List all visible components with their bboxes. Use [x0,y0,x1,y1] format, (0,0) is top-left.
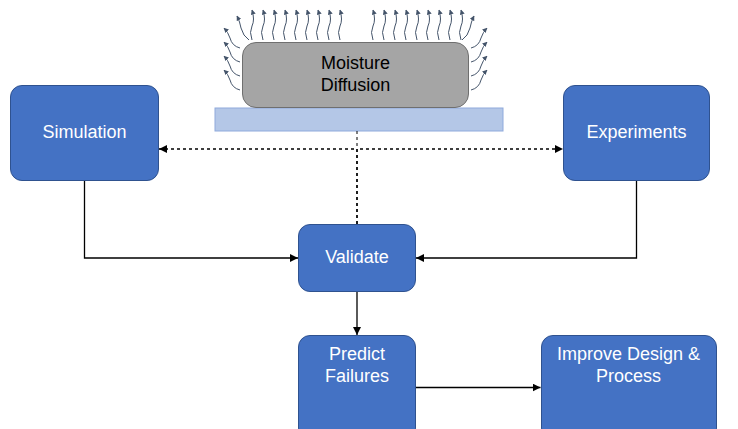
vapor-arrow [262,10,265,40]
node-label: Validate [325,247,389,269]
vapor-arrow [273,10,276,40]
process-box: Simulation [10,85,159,181]
vapor-arrow [471,70,487,90]
moisture-block: Moisture Diffusion [242,42,469,108]
vapor-arrow [284,10,287,40]
vapor-arrow [317,10,320,40]
vapor-arrow [339,10,342,40]
vapor-arrow [449,10,452,40]
vapor-arrow [237,16,249,40]
vapor-arrow [394,10,397,40]
flow-arrow [416,387,541,388]
dashed-connector [357,149,563,224]
vapor-arrow [416,10,419,40]
dashed-stub [357,131,358,149]
vapor-arrow [306,10,309,40]
vapor-arrow [383,10,386,40]
vapor-arrow [460,10,463,40]
flow-arrow [356,292,357,335]
node-label: Improve Design & Process [549,344,709,387]
dashed-connector [159,149,357,224]
flow-arrow [416,181,637,258]
flow-arrow [85,181,299,258]
vapor-arrow [328,10,331,40]
process-box: Improve Design & Process [541,335,717,429]
process-box: Predict Failures [298,335,416,429]
process-box: Validate [298,224,416,292]
node-label: Experiments [586,122,686,144]
vapor-arrow [405,10,408,40]
vapor-arrow [295,10,298,40]
node-label: Simulation [42,122,126,144]
vapor-arrow [427,10,430,40]
vapor-arrow [462,16,474,40]
substrate [215,108,503,131]
process-box: Experiments [563,85,710,181]
vapor-arrow [372,10,375,40]
vapor-arrow [224,70,240,90]
node-label: Moisture Diffusion [296,53,416,96]
vapor-arrow [438,10,441,40]
node-label: Predict Failures [307,344,407,387]
vapor-arrow [251,10,254,40]
